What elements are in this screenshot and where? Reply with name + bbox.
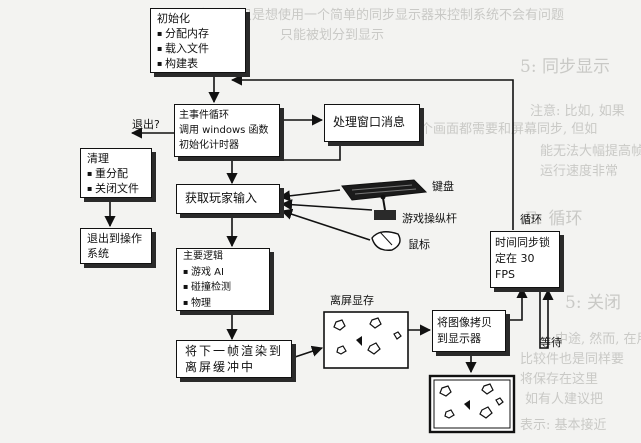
cleanup-title: 清理: [87, 151, 145, 166]
main-loop-box: 主事件循环 调用 windows 函数 初始化计时器: [174, 104, 280, 157]
display-screen: [430, 376, 514, 432]
main-loop-line: 初始化计时器: [179, 138, 275, 153]
window-message-box: 处理窗口消息: [324, 104, 420, 142]
joystick-icon: [374, 195, 396, 221]
init-title: 初始化: [157, 11, 239, 26]
logic-item: 物理: [183, 296, 263, 312]
window-message-text: 处理窗口消息: [333, 115, 405, 129]
offscreen-label: 离屏显存: [330, 294, 374, 307]
copy-text: 将图像拷贝到显示器: [437, 316, 492, 345]
copy-box: 将图像拷贝到显示器: [432, 310, 506, 352]
render-text: 将下一帧渲染到离屏缓冲中: [185, 344, 283, 374]
offscreen-buffer-screen: [324, 312, 408, 368]
logic-box: 主要逻辑 游戏 AI 碰撞检测 物理: [176, 248, 270, 311]
mouse-label: 鼠标: [408, 238, 430, 251]
main-loop-line: 主事件循环: [179, 108, 275, 123]
quit-label: 退出?: [132, 118, 160, 131]
init-item: 分配内存: [157, 26, 239, 41]
mouse-icon: [372, 232, 400, 251]
logic-item: 游戏 AI: [183, 265, 263, 281]
sync-box: 时间同步锁定在 30 FPS: [490, 231, 560, 288]
init-box: 初始化 分配内存 载入文件 构建表: [150, 8, 246, 73]
init-item: 载入文件: [157, 41, 239, 56]
cleanup-box: 清理 重分配 关闭文件: [80, 148, 152, 198]
logic-title: 主要逻辑: [183, 250, 263, 265]
exit-text: 退出到操作系统: [87, 232, 142, 260]
wait-label: 等待: [540, 336, 562, 349]
cleanup-item: 关闭文件: [87, 181, 145, 196]
main-loop-line: 调用 windows 函数: [179, 123, 275, 138]
input-box: 获取玩家输入: [176, 184, 280, 214]
logic-item: 碰撞检测: [183, 280, 263, 296]
cleanup-item: 重分配: [87, 166, 145, 181]
render-box: 将下一帧渲染到离屏缓冲中: [176, 340, 292, 378]
joystick-label: 游戏操纵杆: [402, 212, 457, 225]
input-text: 获取玩家输入: [185, 191, 257, 205]
init-item: 构建表: [157, 56, 239, 71]
sync-text: 时间同步锁定在 30 FPS: [495, 236, 550, 281]
loop-label: 循环: [520, 213, 542, 226]
exit-box: 退出到操作系统: [80, 228, 152, 264]
keyboard-label: 键盘: [432, 180, 454, 193]
